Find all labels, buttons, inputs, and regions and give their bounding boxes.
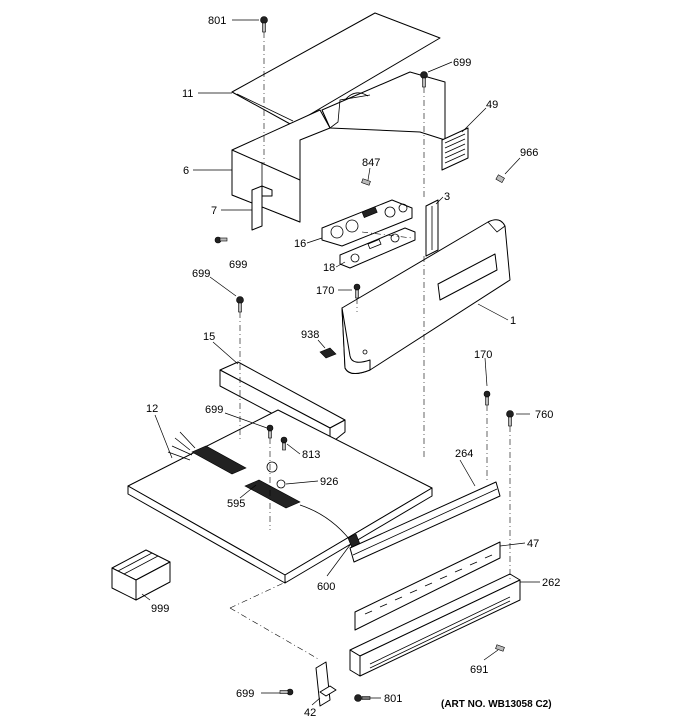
label-699-left: 699 bbox=[229, 259, 247, 271]
part-18-overlay bbox=[339, 227, 416, 269]
label-264: 264 bbox=[455, 448, 473, 460]
part-16-control-board bbox=[321, 199, 413, 247]
terminal-block-lower bbox=[244, 479, 301, 509]
part-999-box bbox=[111, 549, 171, 601]
label-11: 11 bbox=[182, 88, 193, 100]
part-3-bracket bbox=[425, 199, 439, 257]
screw-699-left bbox=[214, 236, 228, 244]
label-847: 847 bbox=[362, 157, 380, 169]
screw-801-top bbox=[260, 16, 268, 33]
label-801-bottom: 801 bbox=[384, 693, 402, 705]
part-11-top-cover bbox=[231, 12, 441, 126]
label-999: 999 bbox=[151, 603, 169, 615]
art-number: (ART NO. WB13058 C2) bbox=[441, 699, 552, 710]
label-1: 1 bbox=[510, 315, 516, 327]
screw-170-a bbox=[353, 283, 361, 299]
part-7-bracket bbox=[251, 185, 273, 231]
screw-691 bbox=[495, 644, 505, 652]
part-264-strip bbox=[349, 481, 501, 563]
screw-966 bbox=[495, 174, 505, 184]
terminal-block-upper bbox=[191, 445, 247, 475]
label-6: 6 bbox=[183, 165, 189, 177]
label-801-top: 801 bbox=[208, 15, 226, 27]
label-600: 600 bbox=[317, 581, 335, 593]
leader-lines bbox=[141, 19, 540, 706]
part-938-clip bbox=[319, 347, 337, 359]
label-760: 760 bbox=[535, 409, 553, 421]
label-595: 595 bbox=[227, 498, 245, 510]
screw-760 bbox=[506, 410, 514, 427]
part-42-bracket bbox=[315, 661, 337, 707]
part-labels: 801 11 699 49 966 6 847 3 7 16 699 18 69… bbox=[146, 15, 560, 719]
screw-170-b bbox=[483, 390, 491, 406]
label-699-mid: 699 bbox=[192, 268, 210, 280]
label-47: 47 bbox=[527, 538, 539, 550]
label-699-bottom: 699 bbox=[236, 688, 254, 700]
label-42: 42 bbox=[304, 707, 316, 719]
screw-699-mid bbox=[236, 296, 244, 313]
label-938: 938 bbox=[301, 329, 319, 341]
label-691: 691 bbox=[470, 664, 488, 676]
label-813: 813 bbox=[302, 449, 320, 461]
label-3: 3 bbox=[444, 191, 450, 203]
label-16: 16 bbox=[294, 238, 306, 250]
label-7: 7 bbox=[211, 205, 217, 217]
label-262: 262 bbox=[542, 577, 560, 589]
label-18: 18 bbox=[323, 262, 335, 274]
label-15: 15 bbox=[203, 331, 215, 343]
screw-699-top bbox=[420, 71, 428, 88]
part-47-vent-strip bbox=[354, 541, 501, 631]
label-926: 926 bbox=[320, 476, 338, 488]
screw-813 bbox=[280, 436, 288, 451]
label-699-lower: 699 bbox=[205, 404, 223, 416]
label-966: 966 bbox=[520, 147, 538, 159]
label-699-top: 699 bbox=[453, 57, 471, 69]
screws bbox=[214, 16, 514, 702]
label-170-a: 170 bbox=[316, 285, 334, 297]
part-1-control-panel bbox=[341, 219, 511, 374]
screw-847 bbox=[361, 178, 371, 186]
screw-699-bottom bbox=[279, 688, 294, 696]
label-170-b: 170 bbox=[474, 349, 492, 361]
part-12-chassis bbox=[127, 409, 433, 584]
label-12: 12 bbox=[146, 403, 158, 415]
label-49: 49 bbox=[486, 99, 498, 111]
part-262-kick-panel bbox=[349, 573, 521, 677]
part-49-vent-grille bbox=[441, 127, 469, 171]
